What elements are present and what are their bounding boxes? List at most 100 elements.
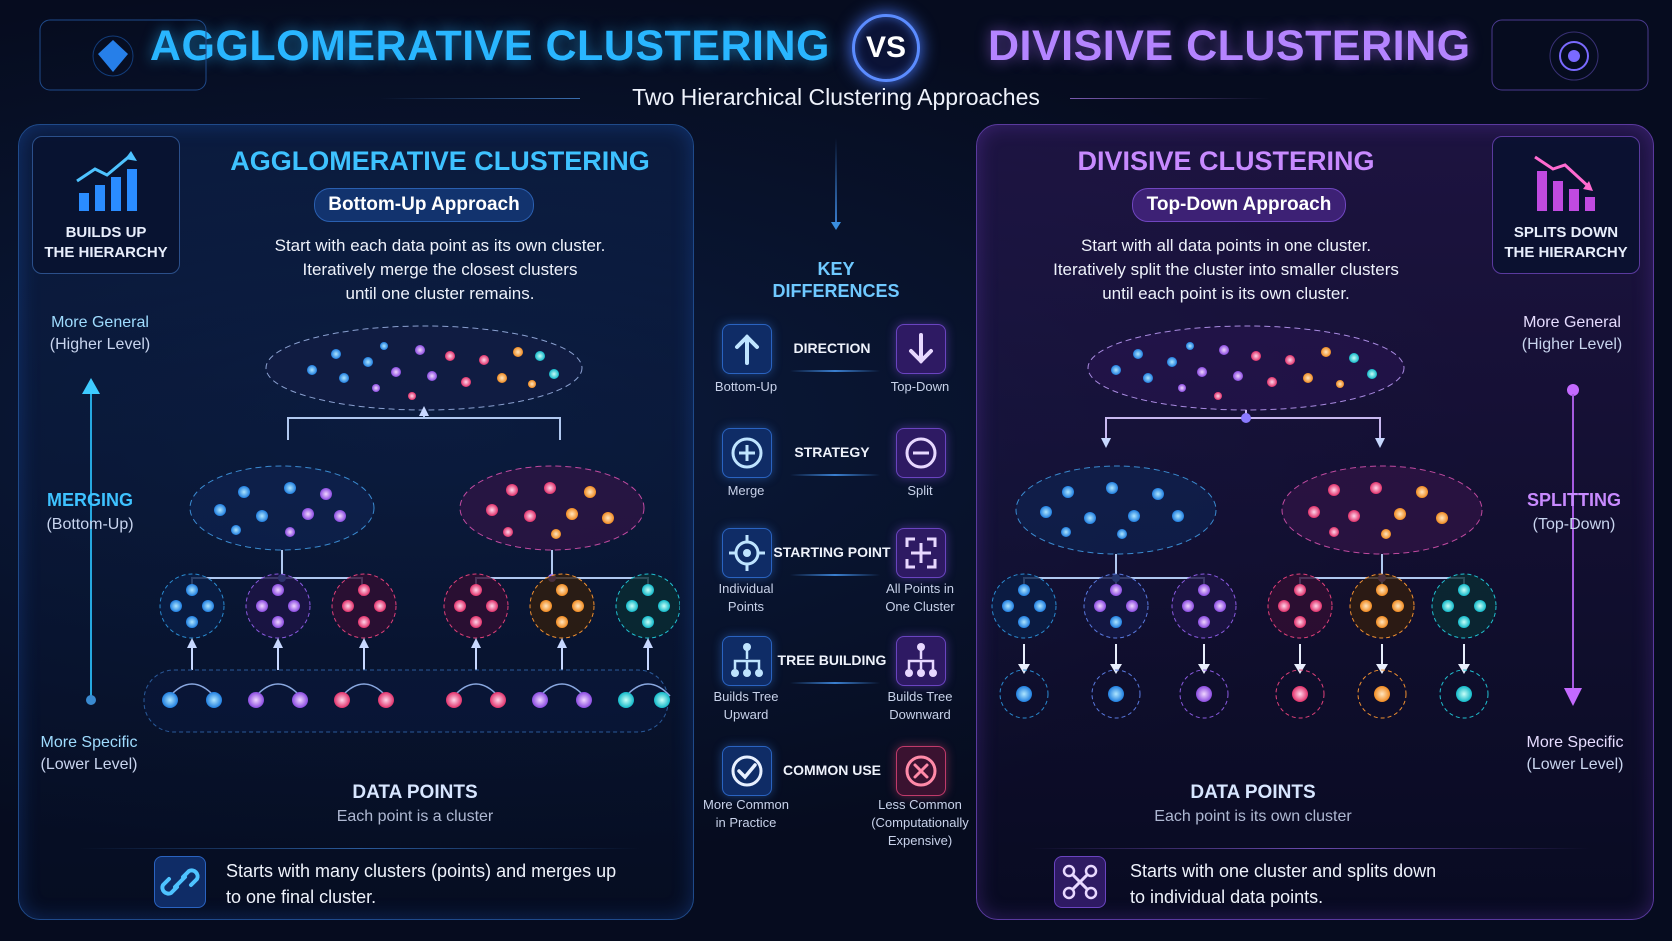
divider <box>790 682 880 684</box>
level-text: More Specific <box>40 734 138 751</box>
key-right-text: Top-Down <box>890 379 950 394</box>
divider <box>1030 848 1590 849</box>
chart-down-icon <box>1534 155 1595 211</box>
expand-icon <box>896 528 946 578</box>
key-text-line: Points <box>727 599 765 614</box>
summary-line: to one final cluster. <box>226 887 377 907</box>
link-icon <box>154 856 206 908</box>
key-text-line: (Computationally <box>871 815 969 830</box>
corner-ornament-left <box>39 19 207 91</box>
agglomerative-summary: Starts with many clusters (points) and m… <box>226 858 646 910</box>
badge-label: BUILDS UP <box>65 224 147 241</box>
desc-line: until one cluster remains. <box>345 284 535 303</box>
arrow-down-icon <box>896 324 946 374</box>
vs-badge: VS <box>852 14 920 82</box>
chart-up-icon <box>76 151 137 211</box>
minus-circle-icon <box>896 428 946 478</box>
merging-label: MERGING <box>46 490 133 510</box>
key-row-label: COMMON USE <box>783 762 881 778</box>
level-bottom-label: More Specific (Lower Level) <box>24 732 154 776</box>
center-connector <box>835 138 837 226</box>
check-circle-icon <box>722 746 772 796</box>
divider <box>1070 98 1270 99</box>
plus-circle-icon <box>722 428 772 478</box>
key-text-line: Builds Tree <box>887 689 953 704</box>
builds-up-badge: BUILDS UP THE HIERARCHY <box>32 136 180 274</box>
level-text: (Lower Level) <box>40 756 138 773</box>
summary-line: to individual data points. <box>1130 887 1324 907</box>
approach-pill: Bottom-Up Approach <box>314 188 534 222</box>
key-text-line: in Practice <box>715 815 777 830</box>
desc-line: Start with each data point as its own cl… <box>274 236 606 255</box>
key-text-line: One Cluster <box>885 599 955 614</box>
title-agglomerative: AGGLOMERATIVE CLUSTERING <box>149 22 830 70</box>
splitting-label: SPLITTING <box>1527 490 1621 510</box>
desc-line: Iteratively merge the closest clusters <box>302 260 578 279</box>
divider <box>790 370 880 372</box>
key-differences-title: KEY DIFFERENCES <box>720 258 952 302</box>
desc-line: Start with all data points in one cluste… <box>1080 236 1372 255</box>
level-text: (Higher Level) <box>1521 336 1623 353</box>
level-text: More Specific <box>1526 734 1624 751</box>
divider <box>80 848 640 849</box>
summary-line: Starts with one cluster and splits down <box>1130 861 1437 881</box>
key-text-line: Individual <box>718 581 774 596</box>
agglomerative-tree <box>143 325 680 733</box>
merging-arrow <box>82 378 100 705</box>
key-row-label: DIRECTION <box>793 340 871 356</box>
key-left-text: Merge <box>727 483 765 498</box>
data-points-sub: Each point is a cluster <box>336 808 494 825</box>
key-title-line: KEY <box>817 259 855 279</box>
divisive-tree <box>991 325 1497 719</box>
agglomerative-title: AGGLOMERATIVE CLUSTERING <box>230 146 650 176</box>
key-row-label: STRATEGY <box>794 444 870 460</box>
key-text-line: Upward <box>723 707 769 722</box>
key-text-line: Builds Tree <box>713 689 779 704</box>
approach-pill: Top-Down Approach <box>1132 188 1346 222</box>
level-text: More General <box>1523 314 1621 331</box>
arrow-up-icon <box>722 324 772 374</box>
key-text-line: Downward <box>889 707 951 722</box>
data-points-sub: Each point is its own cluster <box>1154 808 1352 825</box>
level-text: (Lower Level) <box>1526 756 1624 773</box>
key-text-line: Expensive) <box>887 833 953 848</box>
level-bottom-label: More Specific (Lower Level) <box>1510 732 1640 776</box>
tree-down-icon <box>896 636 946 686</box>
key-title-line: DIFFERENCES <box>772 281 900 301</box>
splitting-arrow <box>1564 384 1582 706</box>
key-right-text: Split <box>907 483 933 498</box>
divider <box>790 574 880 576</box>
splitting-sub: (Top-Down) <box>1532 516 1616 533</box>
level-top-label: More General (Higher Level) <box>1502 312 1642 356</box>
divisive-description: Start with all data points in one cluste… <box>986 234 1466 306</box>
key-text-line: More Common <box>703 797 789 812</box>
key-left-text: More Common in Practice <box>691 796 801 832</box>
corner-ornament-right <box>1491 19 1649 91</box>
level-text: More General <box>51 314 149 331</box>
desc-line: Iteratively split the cluster into small… <box>1053 260 1399 279</box>
scatter-split-icon <box>1054 856 1106 908</box>
desc-line: until each point is its own cluster. <box>1102 284 1350 303</box>
target-icon <box>722 528 772 578</box>
key-left-text: Bottom-Up <box>714 379 778 394</box>
key-row-label: TREE BUILDING <box>777 652 887 668</box>
badge-label: SPLITS DOWN <box>1513 224 1619 241</box>
summary-line: Starts with many clusters (points) and m… <box>226 861 617 881</box>
divider <box>790 474 880 476</box>
subtitle: Two Hierarchical Clustering Approaches <box>632 84 1040 110</box>
data-points-title: DATA POINTS <box>1190 782 1316 803</box>
divisive-summary: Starts with one cluster and splits down … <box>1130 858 1570 910</box>
level-text: (Higher Level) <box>49 336 151 353</box>
level-top-label: More General (Higher Level) <box>30 312 170 356</box>
key-text-line: Less Common <box>878 797 962 812</box>
badge-label: THE HIERARCHY <box>44 244 168 261</box>
center-arrow <box>831 222 841 230</box>
divider <box>380 98 580 99</box>
data-points-title: DATA POINTS <box>352 782 478 803</box>
agglomerative-description: Start with each data point as its own cl… <box>200 234 680 306</box>
